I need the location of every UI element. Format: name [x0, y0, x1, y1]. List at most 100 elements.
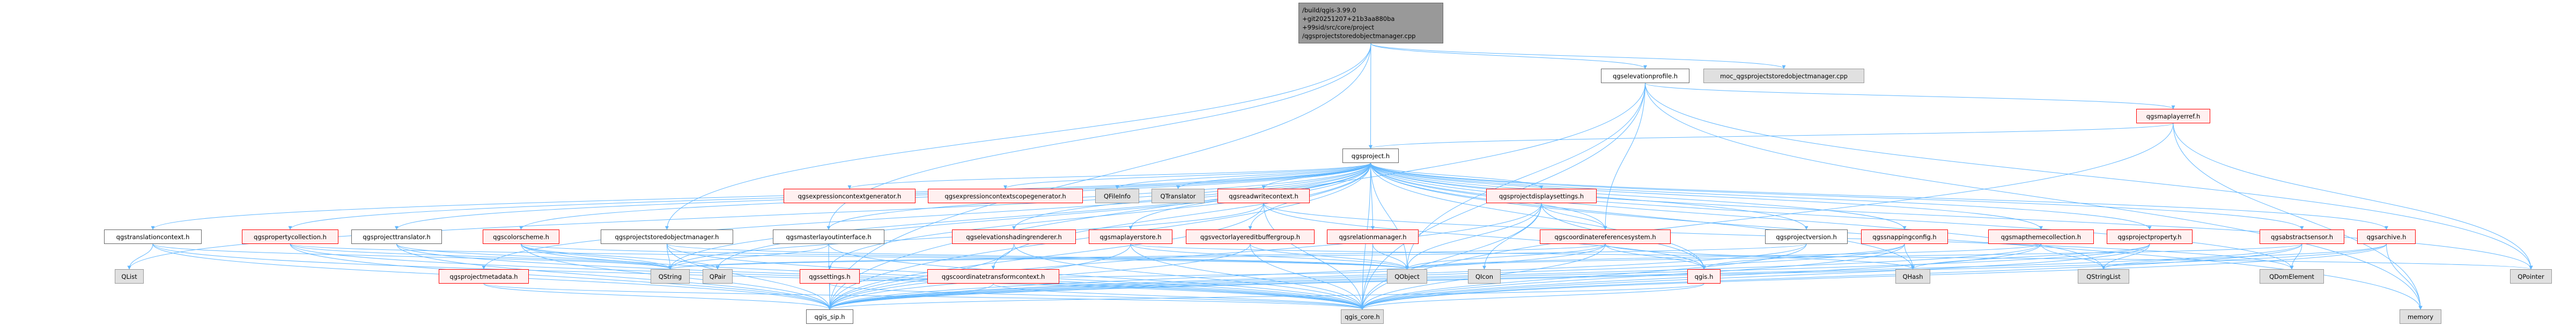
edge-mlstore-to-qobject: [1130, 243, 1409, 270]
edge-rwctx-to-sip: [828, 203, 1264, 310]
node-label: qgstranslationcontext.h: [116, 233, 190, 241]
node-projver[interactable]: qgsprojectversion.h: [1765, 229, 1848, 244]
node-settings[interactable]: qgssettings.h: [800, 269, 860, 284]
node-projprop[interactable]: qgsprojectproperty.h: [2107, 229, 2193, 244]
node-label: qgsreadwritecontext.h: [1229, 192, 1298, 200]
edge-projprop-to-qstringlist: [2101, 243, 2150, 270]
node-label: QDomElement: [2269, 272, 2314, 280]
node-dispset[interactable]: qgsprojectdisplaysettings.h: [1486, 189, 1597, 203]
node-mapthemes[interactable]: qgsmapthemecollection.h: [1988, 229, 2094, 244]
edge-qgis-to-core: [1360, 283, 1704, 310]
node-qtranslator[interactable]: QTranslator: [1152, 189, 1205, 203]
node-mlstore[interactable]: qgsmaplayerstore.h: [1089, 229, 1172, 244]
node-projmeta[interactable]: qgsprojectmetadata.h: [439, 269, 529, 284]
node-qdomelement[interactable]: QDomElement: [2260, 269, 2324, 284]
edge-project-to-vleb: [1248, 162, 1371, 230]
node-crs[interactable]: qgscoordinatereferencesystem.h: [1540, 229, 1671, 244]
node-main[interactable]: /build/qgis-3.99.0 +git20251207+21b3aa88…: [1298, 3, 1443, 43]
node-label: qgselevationprofile.h: [1612, 72, 1678, 80]
edge-archive-to-memory: [2386, 243, 2423, 310]
edge-elevshade-to-core: [1014, 243, 1364, 310]
node-qpair[interactable]: QPair: [703, 269, 733, 284]
edge-projprop-to-core: [1360, 243, 2150, 310]
node-relmgr[interactable]: qgsrelationmanager.h: [1327, 229, 1419, 244]
node-moc[interactable]: moc_qgsprojectstoredobjectmanager.cpp: [1703, 69, 1864, 83]
node-label: qgsmaplayerstore.h: [1099, 233, 1162, 241]
node-qlist[interactable]: QList: [115, 269, 144, 284]
node-project[interactable]: qgsproject.h: [1342, 149, 1399, 163]
node-core[interactable]: qgis_core.h: [1341, 309, 1384, 324]
edge-project-to-projprop: [1370, 162, 2152, 230]
edge-masterlayout-to-qstring: [668, 243, 829, 270]
node-ecg[interactable]: qgsexpressioncontextgenerator.h: [784, 189, 916, 203]
node-qgis[interactable]: qgis.h: [1687, 269, 1721, 284]
node-rwctx[interactable]: qgsreadwritecontext.h: [1217, 189, 1310, 203]
edge-colorscheme-to-qstring: [521, 243, 672, 270]
edge-rwctx-to-qgis: [1263, 203, 1706, 270]
node-label: qgsmasterlayoutinterface.h: [786, 233, 872, 241]
node-sensor[interactable]: qgsabstractsensor.h: [2260, 229, 2344, 244]
edge-project-to-dispset: [1370, 162, 1544, 189]
node-qhash[interactable]: QHash: [1895, 269, 1930, 284]
node-snapcfg[interactable]: qgssnappingconfig.h: [1861, 229, 1948, 244]
edge-settings-to-core: [829, 283, 1364, 310]
edge-dispset-to-core: [1360, 203, 1542, 310]
edge-mapthemes-to-sip: [828, 243, 2041, 310]
edge-archive-to-core: [1360, 243, 2387, 310]
node-archive[interactable]: qgsarchive.h: [2357, 229, 2416, 244]
node-label: qgsabstractsensor.h: [2270, 233, 2334, 241]
node-label: qgis_sip.h: [814, 313, 845, 321]
node-label: qgsprojectversion.h: [1776, 233, 1837, 241]
node-label: qgsarchive.h: [2366, 233, 2407, 241]
node-label: qgsprojecttranslator.h: [363, 233, 431, 241]
node-qobject[interactable]: QObject: [1387, 269, 1427, 284]
edge-main-to-sip: [828, 43, 1371, 310]
node-elevshade[interactable]: qgselevationshadingrenderer.h: [952, 229, 1076, 244]
node-psom[interactable]: qgsprojectstoredobjectmanager.h: [601, 229, 733, 244]
node-qfileinfo[interactable]: QFileInfo: [1095, 189, 1139, 203]
node-label: qgsmapthemecollection.h: [2001, 233, 2082, 241]
node-vleb[interactable]: qgsvectorlayereditbuffergroup.h: [1186, 229, 1315, 244]
edge-mlstore-to-core: [1130, 243, 1364, 310]
edge-main-to-moc: [1370, 43, 1786, 69]
edge-projver-to-qstring: [668, 243, 1807, 270]
node-mlref[interactable]: qgsmaplayerref.h: [2136, 109, 2210, 123]
node-elevprof[interactable]: qgselevationprofile.h: [1601, 69, 1689, 83]
edge-main-to-psom: [665, 43, 1371, 230]
edge-mapthemes-to-qobject: [1405, 243, 2041, 270]
node-sip[interactable]: qgis_sip.h: [806, 309, 853, 324]
node-qpointer[interactable]: QPointer: [2510, 269, 2552, 284]
node-colorscheme[interactable]: qgscolorscheme.h: [483, 229, 559, 244]
node-transctx[interactable]: qgstranslationcontext.h: [104, 229, 202, 244]
edge-propcoll-to-sip: [290, 243, 832, 310]
node-qstringlist[interactable]: QStringList: [2078, 269, 2129, 284]
edge-project-to-ecsg: [1003, 162, 1371, 189]
edge-mlref-to-qpointer: [2173, 123, 2533, 270]
edge-elevshade-to-sip: [828, 243, 1014, 310]
edge-dispset-to-crs: [1541, 203, 1607, 230]
node-label: qgsmaplayerref.h: [2146, 112, 2201, 120]
node-label: qgsrelationmanager.h: [1339, 233, 1407, 241]
edge-qgis-to-sip: [828, 283, 1704, 310]
edge-projmeta-to-sip: [483, 283, 832, 310]
edge-settings-to-qobject: [829, 269, 1409, 284]
node-memory[interactable]: memory: [2400, 309, 2441, 324]
node-projtrans[interactable]: qgsprojecttranslator.h: [351, 229, 442, 244]
edge-projver-to-sip: [828, 243, 1807, 310]
node-qicon[interactable]: QIcon: [1468, 269, 1501, 284]
node-ctc[interactable]: qgscoordinatetransformcontext.h: [927, 269, 1059, 284]
edge-elevprof-to-qpointer: [1645, 83, 2533, 270]
node-ecsg[interactable]: qgsexpressioncontextscopegenerator.h: [928, 189, 1083, 203]
node-label: qgscolorscheme.h: [493, 233, 549, 241]
node-label: moc_qgsprojectstoredobjectmanager.cpp: [1720, 72, 1848, 80]
node-qstring[interactable]: QString: [651, 269, 690, 284]
node-label: /build/qgis-3.99.0 +git20251207+21b3aa88…: [1302, 6, 1416, 40]
edge-project-to-transctx: [151, 162, 1371, 230]
edge-project-to-qpointer: [1370, 162, 2533, 270]
node-propcoll[interactable]: qgspropertycollection.h: [242, 229, 338, 244]
edge-main-to-elevprof: [1370, 43, 1647, 69]
node-masterlayout[interactable]: qgsmasterlayoutinterface.h: [773, 229, 884, 244]
edge-project-to-qobject: [1370, 162, 1409, 270]
